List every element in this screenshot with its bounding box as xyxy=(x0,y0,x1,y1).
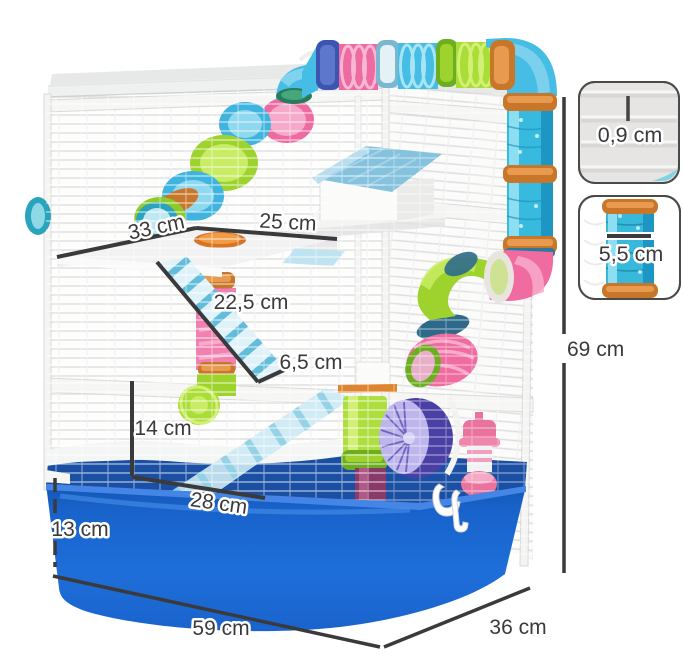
svg-text:5,5 cm: 5,5 cm xyxy=(599,242,664,266)
svg-text:59 cm: 59 cm xyxy=(192,617,249,640)
svg-text:0,9 cm: 0,9 cm xyxy=(598,123,663,147)
svg-text:25 cm: 25 cm xyxy=(259,210,317,236)
svg-text:14 cm: 14 cm xyxy=(134,417,191,440)
svg-text:22,5 cm: 22,5 cm xyxy=(214,291,289,314)
svg-text:69 cm: 69 cm xyxy=(567,338,624,361)
svg-text:6,5 cm: 6,5 cm xyxy=(279,351,342,374)
svg-text:13 cm: 13 cm xyxy=(51,518,108,541)
svg-text:36 cm: 36 cm xyxy=(489,616,546,639)
